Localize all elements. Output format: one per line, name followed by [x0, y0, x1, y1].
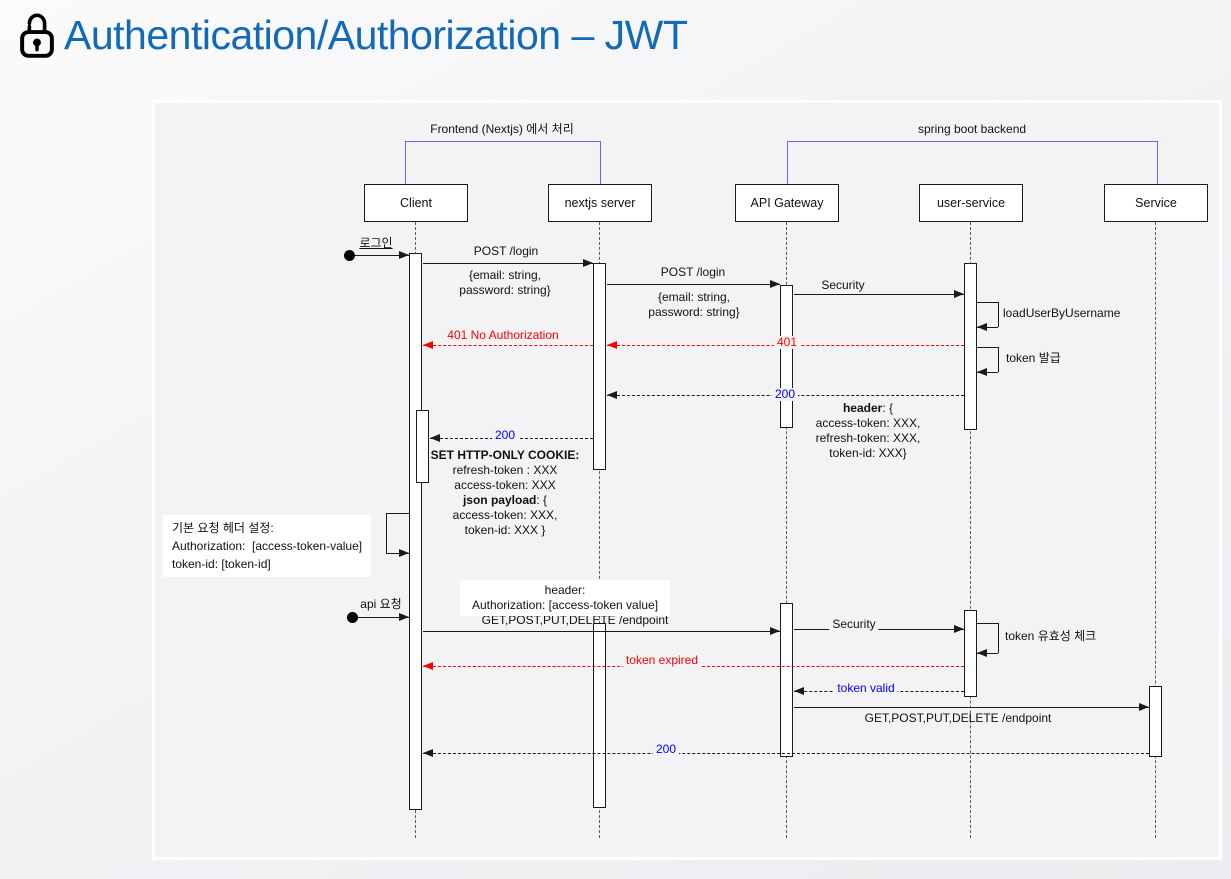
label-token-issue-label: token 발급 [1003, 352, 1064, 365]
activation-gateway-2 [780, 603, 793, 757]
self-call-load-user-by-username-top [977, 302, 998, 303]
text-block-login-body-1: {email: string,password: string} [459, 268, 551, 297]
self-call-token-issue-side [998, 347, 999, 372]
message-token-expired-msg-head [423, 662, 433, 670]
page-header: Authentication/Authorization – JWT [18, 12, 688, 59]
label-load-user-label: loadUserByUsername [1000, 307, 1124, 320]
activation-service-1 [1149, 686, 1162, 757]
group-bracket-backend-group-left [787, 141, 788, 184]
label-401-no-auth-label: 401 No Authorization [444, 329, 562, 342]
label-200-label-3: 200 [652, 743, 680, 756]
actor-client: Client [364, 184, 468, 222]
message-token-valid-msg-head [794, 687, 804, 695]
message-post-login-nextjs-gateway [607, 284, 780, 285]
group-label-frontend-group: Frontend (Nextjs) 에서 처리 [430, 122, 574, 136]
self-call-set-default-headers-top [386, 513, 409, 514]
self-call-set-default-headers-bottom [386, 553, 409, 554]
label-endpoint-label-1: GET,POST,PUT,DELETE /endpoint [481, 613, 669, 627]
text-block-login-body-2: {email: string,password: string} [648, 290, 740, 319]
label-token-check-label: token 유효성 체크 [1002, 630, 1100, 643]
message-endpoint-client-gateway-head [770, 627, 780, 635]
label-security-label-1: Security [821, 278, 865, 292]
label-security-label-2: Security [829, 618, 879, 631]
lifeline-service [1155, 222, 1156, 838]
message-401-nextjs-client-head [423, 341, 433, 349]
actor-api-gateway: API Gateway [735, 184, 839, 222]
message-200-service-client-head [423, 749, 433, 757]
self-call-set-default-headers-head [399, 549, 409, 557]
message-login-found-msg [354, 255, 409, 256]
self-call-load-user-by-username-side [998, 302, 999, 327]
message-security-1-head [954, 290, 964, 298]
self-call-token-validity-check-side [998, 623, 999, 653]
self-call-token-validity-check-bottom [977, 653, 998, 654]
label-token-valid-label: token valid [834, 682, 898, 695]
activation-nextjs-2 [593, 623, 606, 808]
actor-service: Service [1104, 184, 1208, 222]
actor-user-service: user-service [919, 184, 1023, 222]
group-bracket-frontend-group-right [600, 141, 601, 184]
lifeline-user-service [970, 222, 971, 838]
actor-nextjs-server: nextjs server [548, 184, 652, 222]
label-200-label-2: 200 [491, 429, 519, 442]
label-401-label: 401 [773, 336, 801, 349]
message-login-found-msg-head [399, 251, 409, 259]
group-label-backend-group: spring boot backend [917, 122, 1027, 136]
message-200-userservice-nextjs-head [607, 391, 617, 399]
activation-client-main [409, 253, 422, 810]
message-endpoint-client-gateway [423, 631, 780, 632]
lifeline-api-gateway [786, 222, 787, 838]
start-circle-login-start [344, 250, 355, 261]
message-endpoint-gateway-service [794, 707, 1149, 708]
group-bracket-frontend-group [405, 141, 600, 142]
self-call-load-user-by-username-bottom [977, 327, 998, 328]
lifeline-nextjs-server [599, 222, 600, 838]
activation-client-nested [416, 410, 429, 483]
label-login-label: 로그인 [359, 236, 393, 250]
activation-user-service-2 [964, 610, 977, 697]
page-title: Authentication/Authorization – JWT [64, 12, 688, 58]
text-block-token-header-block: header: {access-token: XXX,refresh-token… [815, 401, 921, 460]
start-circle-api-request-start [347, 612, 358, 623]
lock-icon [20, 13, 54, 58]
message-200-nextjs-client-head [430, 434, 440, 442]
label-api-request-label: api 요청 [360, 597, 402, 611]
message-security-1 [794, 294, 964, 295]
self-call-token-issue-top [977, 347, 998, 348]
label-200-label-1: 200 [771, 388, 799, 401]
text-block-set-cookie-block: SET HTTP-ONLY COOKIE:refresh-token : XXX… [430, 448, 580, 537]
label-endpoint-label-2: GET,POST,PUT,DELETE /endpoint [864, 711, 1052, 725]
message-api-request-msg [357, 617, 409, 618]
activation-user-service-1 [964, 263, 977, 430]
diagram-panel [152, 100, 1222, 860]
self-call-set-default-headers-side [386, 513, 387, 553]
message-401-userservice-nextjs-head [607, 341, 617, 349]
message-endpoint-gateway-service-head [1139, 703, 1149, 711]
message-security-2 [794, 629, 964, 630]
self-call-token-validity-check-top [977, 623, 998, 624]
self-call-token-issue-bottom [977, 372, 998, 373]
label-post-login-label-2: POST /login [660, 265, 726, 279]
activation-gateway-1 [780, 285, 793, 428]
message-post-login-client-nextjs-head [583, 259, 593, 267]
self-call-load-user-by-username-head [977, 323, 987, 331]
text-block-auth-header-note: header:Authorization: [access-token valu… [459, 580, 671, 616]
message-200-service-client [423, 753, 1149, 754]
group-bracket-backend-group [787, 141, 1157, 142]
label-token-expired-label: token expired [622, 654, 702, 667]
group-bracket-frontend-group-left [405, 141, 406, 184]
text-block-default-header-note: 기본 요청 헤더 설정:Authorization: [access-token… [163, 515, 372, 577]
label-post-login-label-1: POST /login [473, 244, 539, 258]
activation-nextjs-1 [593, 263, 606, 470]
self-call-token-issue-head [977, 368, 987, 376]
message-post-login-client-nextjs [423, 263, 593, 264]
message-security-2-head [954, 625, 964, 633]
group-bracket-backend-group-right [1157, 141, 1158, 184]
message-401-nextjs-client [423, 345, 593, 346]
message-api-request-msg-head [399, 613, 409, 621]
self-call-token-validity-check-head [977, 649, 987, 657]
message-post-login-nextjs-gateway-head [770, 280, 780, 288]
